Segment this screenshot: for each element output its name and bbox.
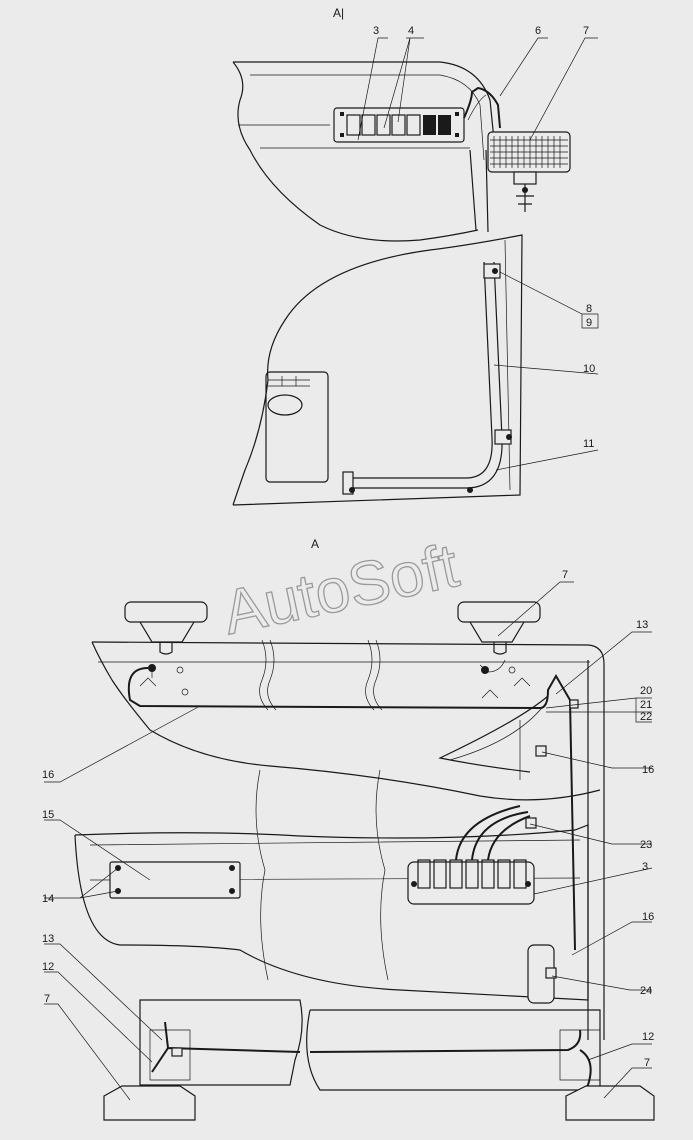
callout-16-low: 16 (642, 911, 654, 923)
callout-24: 24 (640, 985, 652, 997)
bottom-labels: 7 13 20 21 22 16 16 23 15 14 3 16 24 13 … (42, 569, 654, 1069)
callout-7-top: 7 (583, 25, 589, 37)
break-line (365, 639, 383, 711)
seat-oval (267, 394, 303, 416)
bottom-view (74, 601, 655, 1121)
grommet-left (149, 1029, 191, 1081)
callout-9: 9 (586, 317, 592, 329)
panel-screw (455, 112, 459, 116)
callout-22: 22 (640, 711, 652, 723)
mid-panel-outline (74, 824, 589, 1001)
switch-row-bottom (411, 859, 531, 889)
view-label-bottom: A (311, 537, 319, 551)
callout-7-right: 7 (562, 569, 568, 581)
pillar-top (469, 149, 489, 233)
callout-7-left: 7 (44, 993, 50, 1005)
panel-screw (455, 133, 459, 137)
top-cab-outline (232, 61, 497, 242)
harness-top (463, 86, 501, 129)
callout-13-left: 13 (42, 933, 54, 945)
watermark: AutoSoft (217, 531, 464, 648)
harness-right-bottom (309, 1029, 592, 1101)
beam-break (91, 641, 601, 801)
callout-16-mid: 16 (642, 764, 654, 776)
base-right (306, 1009, 601, 1091)
callout-10: 10 (583, 363, 595, 375)
tube-outer (345, 261, 503, 489)
callout-6: 6 (535, 25, 541, 37)
callout-11: 11 (583, 438, 594, 450)
plate (109, 861, 241, 899)
callout-23: 23 (640, 839, 652, 851)
cab-edge-line (504, 239, 511, 491)
roof-beam (91, 641, 605, 1040)
wire-fan (438, 695, 549, 773)
callout-15: 15 (42, 809, 54, 821)
callout-3-top: 3 (373, 25, 379, 37)
callout-20: 20 (640, 685, 652, 697)
callout-14: 14 (42, 893, 54, 905)
callout-4: 4 (408, 25, 414, 37)
harness-left-bottom (151, 1021, 301, 1073)
grommet-right (559, 1029, 601, 1081)
callout-7-bottom-right: 7 (644, 1057, 650, 1069)
panel-screw (340, 133, 344, 137)
switch-harness (455, 805, 531, 861)
callout-12-left: 12 (42, 961, 54, 973)
base-lamp-left (103, 1085, 196, 1121)
switch-row-top (346, 114, 451, 136)
roof-lamp-left (124, 601, 208, 655)
view-label-top: A| (333, 6, 344, 20)
top-labels: 3 4 6 7 8 9 10 11 (373, 25, 595, 450)
harness-top-2 (467, 94, 487, 121)
callout-8: 8 (586, 303, 592, 315)
break-line (259, 639, 277, 711)
work-lamp-top (487, 131, 571, 212)
switch-block-bottom (407, 861, 535, 905)
base-left (139, 999, 303, 1086)
tube (345, 261, 493, 479)
top-view: A| (232, 6, 571, 506)
callout-21: 21 (640, 699, 652, 711)
seat-block (265, 371, 329, 483)
bottom-leaders (44, 581, 653, 1101)
callout-3-bottom: 3 (642, 861, 648, 873)
top-cab-inner-edge (250, 74, 485, 161)
lower-cab-outline (232, 234, 523, 506)
callout-16-left: 16 (42, 769, 54, 781)
top-leaders (357, 37, 599, 471)
panel-screw (340, 112, 344, 116)
beam-fasteners (139, 666, 531, 699)
callout-12-right: 12 (642, 1031, 654, 1043)
break-line-mid (255, 769, 389, 981)
wire-fan-2 (449, 699, 549, 761)
callout-13-right: 13 (636, 619, 648, 631)
base-lamp-right (565, 1085, 655, 1121)
beam-harness (127, 667, 576, 951)
